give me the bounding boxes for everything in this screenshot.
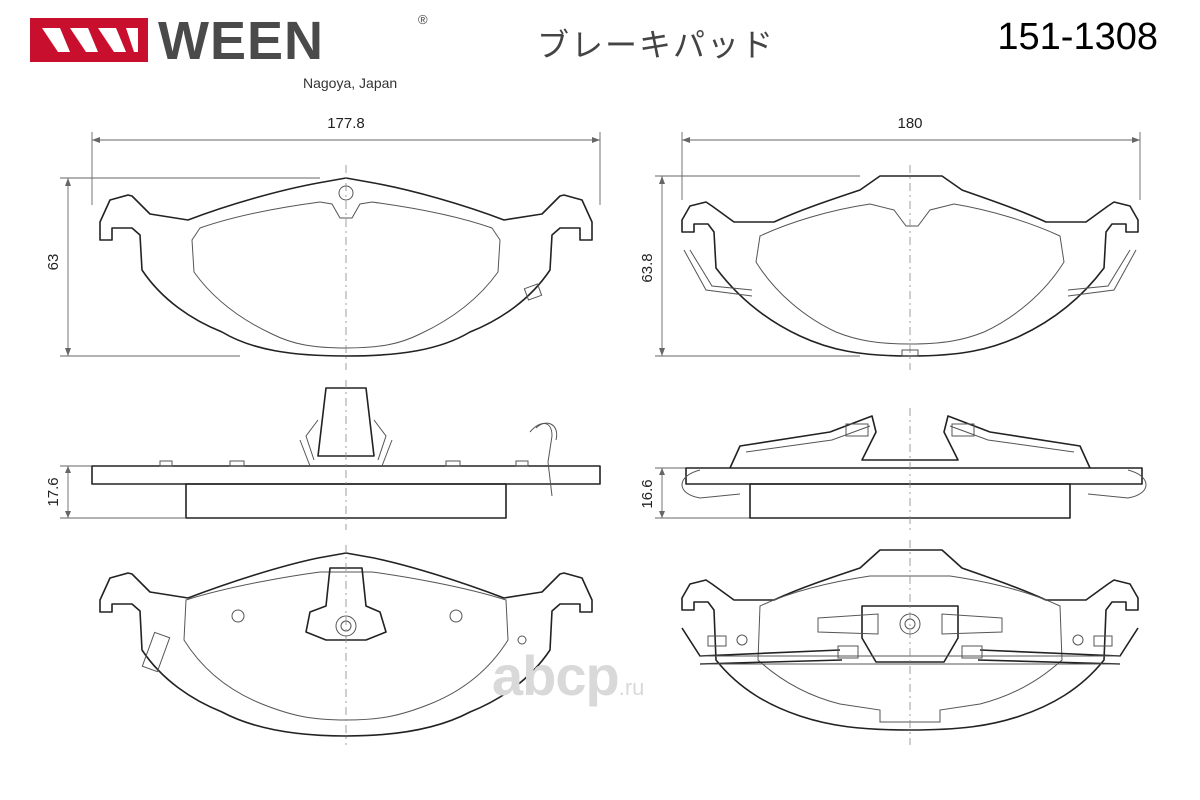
registered-mark: ® — [418, 12, 428, 27]
pad2-height-label: 63.8 — [639, 253, 656, 282]
brand-name: WEEN — [158, 11, 324, 71]
brand-tagline: Nagoya, Japan — [303, 75, 398, 91]
pad2-thickness-label: 16.6 — [639, 479, 656, 508]
pad2-front-view: 180 63.8 — [639, 115, 1141, 370]
pad1-thickness-label: 17.6 — [45, 477, 62, 506]
watermark-tld: .ru — [618, 675, 645, 700]
watermark: abcp.ru — [492, 643, 644, 708]
pad2-back-view — [681, 540, 1139, 745]
pad2-width-label: 180 — [897, 115, 922, 132]
pad1-side-view: 17.6 — [45, 380, 601, 530]
ween-logo-icon — [30, 18, 148, 62]
watermark-main: abcp — [492, 644, 620, 707]
pad1-width-label: 177.8 — [327, 115, 365, 132]
product-name: ブレーキパッド — [537, 26, 776, 64]
pad2-side-view: 16.6 — [639, 408, 1147, 530]
pad1-back-view — [99, 545, 593, 745]
header: WEEN ® Nagoya, Japan ブレーキパッド 151-1308 — [0, 0, 1200, 100]
pad1-front-view: 177.8 63 — [45, 115, 601, 370]
pad1-height-label: 63 — [45, 254, 62, 271]
part-number: 151-1308 — [997, 16, 1158, 58]
